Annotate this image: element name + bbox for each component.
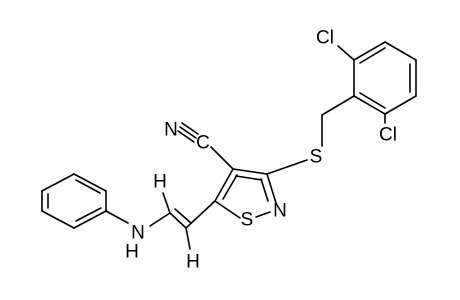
dichlorophenyl-ring [353, 41, 417, 115]
ring-sulfur-label: S [241, 210, 254, 231]
isothiazole-ring [214, 168, 277, 219]
bond-nh-vinyl [149, 212, 171, 227]
bond-vinyl-h-bottom [185, 227, 191, 250]
bond-lines [41, 41, 417, 250]
thioether-sulfur-label: S [310, 147, 323, 168]
chlorine-top-label: Cl [316, 28, 334, 49]
bond-vinyl-h-top [162, 192, 171, 214]
atom-labels: Cl Cl S S N N C N H H H [125, 28, 397, 273]
amine-nitrogen-label: N [131, 223, 145, 244]
nitrile-carbon-label: C [196, 133, 210, 154]
phenyl-ring [41, 173, 107, 229]
nitrile-group [177, 122, 234, 170]
bond-ch2-aryl [321, 95, 355, 116]
ring-nitrogen-label: N [273, 201, 287, 222]
chlorine-bottom-label: Cl [379, 125, 397, 146]
amine-hydrogen-label: H [125, 242, 139, 263]
bond-phenyl-nh [105, 210, 129, 224]
nitrile-nitrogen-label: N [164, 120, 178, 141]
vinyl-hydrogen-bottom-label: H [186, 252, 200, 273]
bond-cl-top [337, 45, 355, 61]
vinyl-double-bond [169, 208, 192, 229]
bond-vinyl-ring [185, 200, 216, 229]
vinyl-hydrogen-top-label: H [153, 172, 167, 193]
bond-ring-s [266, 159, 308, 175]
